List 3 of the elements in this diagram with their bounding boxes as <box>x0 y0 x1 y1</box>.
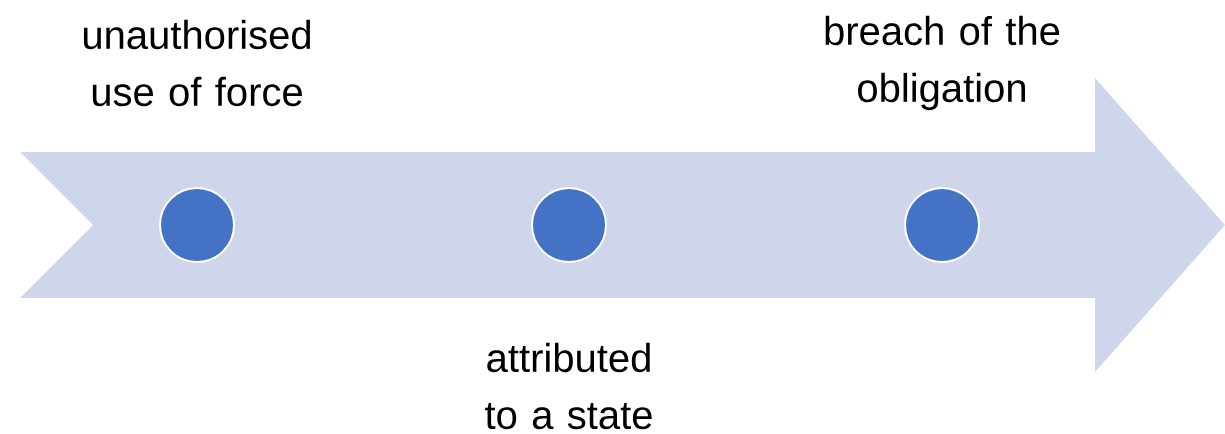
text-label: attributed to a state <box>485 342 652 430</box>
text-label: unauthorised use of force <box>83 19 311 107</box>
text-label: breach of the obligation <box>825 15 1060 111</box>
